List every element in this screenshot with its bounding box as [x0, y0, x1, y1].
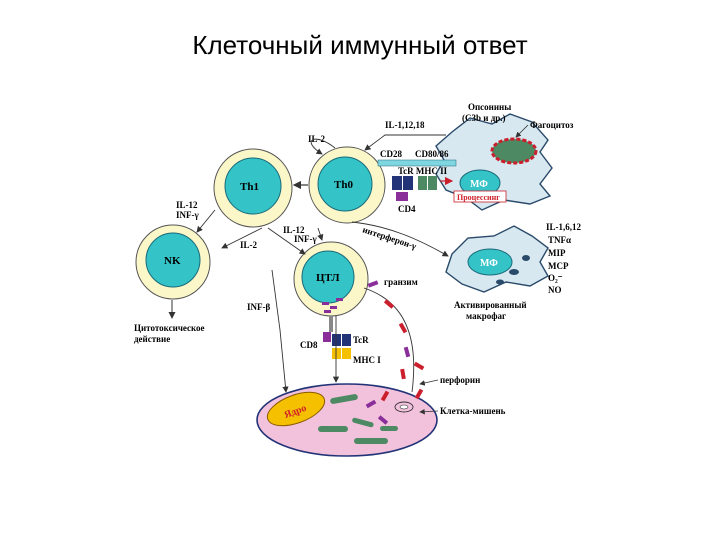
ctl-stem: [329, 316, 333, 332]
activated-mf-label: МФ: [480, 258, 498, 269]
activated-macrophage-label-1: Активированный: [454, 300, 527, 310]
mip-label: MIP: [548, 248, 566, 258]
il-2-mid-label: IL-2: [240, 240, 258, 250]
tnf-label: TNFα: [548, 235, 571, 245]
il-1-12-18-label: IL-1,12,18: [385, 120, 425, 130]
cd28-bar: [377, 159, 457, 167]
inf-gamma-mid-label: INF-γ: [294, 234, 317, 244]
nk-nucleus: [145, 232, 201, 288]
il-12-left-label: IL-12: [176, 200, 198, 210]
mhc1-label: MHC I: [353, 355, 381, 365]
cytotoxic-label-1: Цитотоксическое: [134, 323, 205, 333]
o2-label: O₂⁻: [548, 273, 563, 283]
processing-label: Процессинг: [457, 193, 500, 202]
opsonins-label: Опсонины: [468, 102, 511, 112]
phagosome: [490, 137, 538, 165]
mhc1-block-2: [342, 348, 351, 359]
phagocytosis-label: Фагоцитоз: [530, 120, 574, 130]
th0-label: Th0: [334, 179, 353, 191]
th1-nucleus: [224, 157, 282, 215]
tcr-mhc1-block-2: [342, 334, 351, 346]
cd80-86-label: CD80/86: [415, 149, 449, 159]
th1-label: Th1: [240, 181, 259, 193]
interferon-label: интерферон-γ: [361, 224, 418, 251]
ctl-label: ЦТЛ: [316, 272, 340, 284]
mcp-label: MCP: [548, 261, 569, 271]
cd4-label: CD4: [398, 204, 416, 214]
opsonins-detail-label: (С3b и др.): [462, 113, 506, 123]
target-nucleus: [266, 391, 326, 427]
processing-box: [453, 190, 507, 203]
tcr-block-2: [403, 176, 413, 190]
inf-beta-label: INF-β: [247, 302, 270, 312]
mhc2-block-2: [428, 176, 437, 190]
granzyme-label: гранзим: [384, 277, 418, 287]
activated-macrophage-label-2: макрофаг: [466, 311, 506, 321]
tcr-label: TcR: [353, 335, 369, 345]
nk-label: NK: [164, 255, 181, 267]
cd28-label: CD28: [380, 149, 402, 159]
cd8-block: [323, 332, 331, 342]
slide-title: Клеточный иммунный ответ: [192, 30, 528, 60]
tcr-mhc1-block-1: [332, 334, 341, 346]
th0-nucleus: [317, 156, 373, 212]
activated-mf-nucleus: [467, 248, 513, 276]
cd8-label: CD8: [300, 340, 318, 350]
mhc2-block-1: [418, 176, 427, 190]
tcr-mhc2-label: TcR MHC II: [398, 166, 448, 176]
mf-top-label: МФ: [470, 179, 488, 190]
perforin-label: перфорин: [440, 375, 480, 385]
target-cell-label: Клетка-мишень: [440, 406, 506, 416]
mhc1-block-1: [332, 348, 341, 359]
inf-gamma-left-label: INF-γ: [176, 210, 199, 220]
il-1-6-12-label: IL-1,6,12: [546, 222, 582, 232]
il-12-mid-label: IL-12: [283, 225, 305, 235]
cd4-block: [396, 192, 408, 201]
no-label: NO: [548, 285, 562, 295]
cytotoxic-label-2: действие: [134, 334, 170, 344]
tcr-block-1: [392, 176, 402, 190]
perforin-pore: [394, 401, 414, 413]
